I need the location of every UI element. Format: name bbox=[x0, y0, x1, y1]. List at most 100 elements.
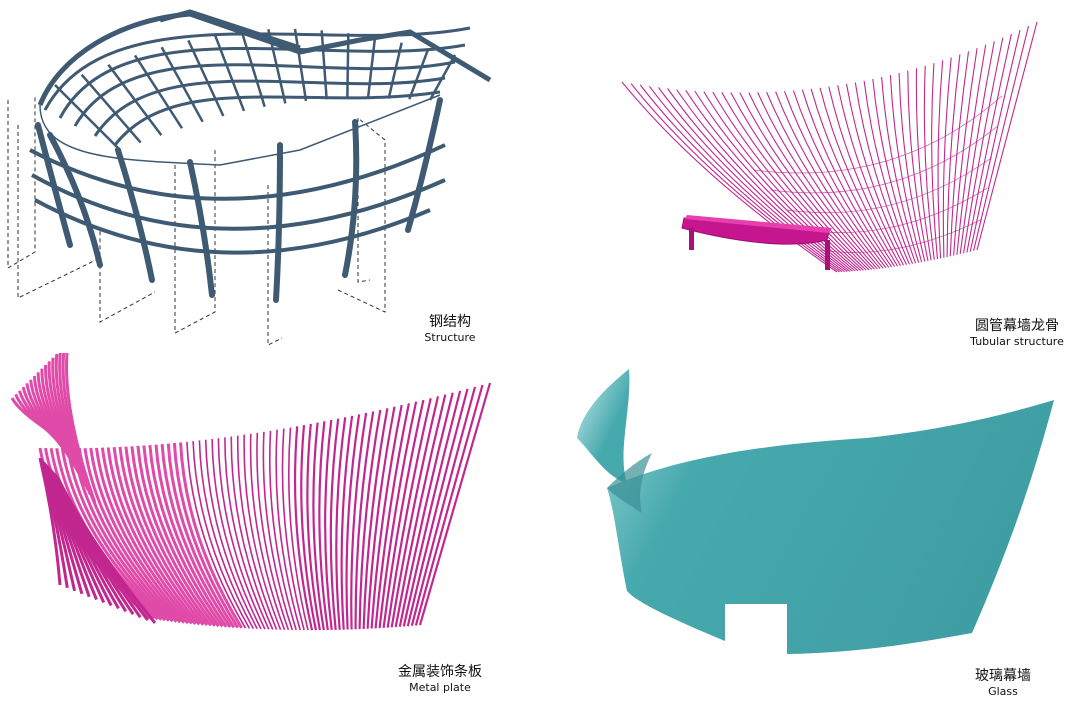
mullion-tube bbox=[881, 77, 920, 263]
caption-structure-zh: 钢结构 bbox=[429, 314, 471, 330]
caption-metal-plate: 金属装饰条板 Metal plate bbox=[385, 664, 495, 695]
roof-rib bbox=[366, 37, 377, 99]
mullion-tube bbox=[639, 84, 843, 273]
mullion-tube bbox=[976, 21, 1038, 251]
metal-strip bbox=[382, 399, 425, 628]
metal-strip bbox=[414, 384, 484, 626]
mullion-tube bbox=[757, 92, 878, 270]
metal-strip bbox=[293, 426, 314, 631]
metal-strip bbox=[172, 442, 240, 629]
mullion-tube bbox=[907, 70, 929, 262]
mullion-tube bbox=[923, 65, 935, 260]
roof-rib bbox=[267, 28, 287, 104]
bench-edge bbox=[685, 215, 832, 233]
roof-rib bbox=[428, 54, 457, 101]
roof-beam bbox=[58, 43, 466, 119]
mullion-tube bbox=[973, 25, 1030, 251]
mullion-tube bbox=[630, 83, 840, 273]
caption-metal-plate-en: Metal plate bbox=[409, 681, 471, 694]
mullion-tube bbox=[819, 87, 899, 267]
caption-tubular-en: Tubular structure bbox=[970, 335, 1064, 348]
roof-rib bbox=[408, 48, 430, 100]
mullion-tube bbox=[889, 75, 923, 263]
metal-strip bbox=[249, 433, 286, 631]
mullion-tube bbox=[712, 91, 864, 271]
mullion-tube bbox=[828, 86, 901, 266]
roof-beam bbox=[73, 60, 456, 127]
dashed-outline bbox=[267, 185, 283, 346]
metal-strip bbox=[300, 425, 317, 631]
roof-rib bbox=[80, 73, 142, 144]
metal-strip bbox=[100, 447, 193, 625]
metal-strip bbox=[136, 445, 216, 627]
metal-strip bbox=[340, 415, 354, 630]
metal-strip bbox=[89, 447, 186, 624]
panel-metal-plate: 金属装饰条板 Metal plate bbox=[0, 353, 537, 707]
metal-strip bbox=[243, 434, 282, 630]
dashed-outline bbox=[337, 117, 386, 313]
metal-strip bbox=[354, 411, 375, 630]
steel-column bbox=[342, 119, 360, 278]
roof-rib bbox=[320, 30, 328, 100]
metal-strip bbox=[318, 421, 329, 631]
transom-tube bbox=[770, 126, 998, 194]
metal-strip bbox=[335, 417, 347, 630]
mullion-tube bbox=[966, 33, 1012, 253]
metal-strip bbox=[192, 441, 251, 629]
metal-strip bbox=[130, 446, 212, 627]
caption-structure: 钢结构 Structure bbox=[405, 314, 495, 345]
caption-metal-plate-zh: 金属装饰条板 bbox=[398, 664, 482, 680]
metal-strip bbox=[154, 444, 228, 628]
roof-rib bbox=[160, 46, 204, 123]
steel-ring bbox=[29, 143, 446, 201]
roof-rim bbox=[159, 9, 301, 51]
steel-structure-drawing bbox=[7, 9, 492, 346]
metal-strip bbox=[366, 406, 396, 629]
metal-strip bbox=[350, 412, 368, 630]
roof-rib bbox=[187, 39, 225, 117]
metal-strip bbox=[224, 437, 270, 630]
metal-strip bbox=[288, 427, 309, 631]
metal-strip bbox=[374, 403, 410, 629]
metal-strip bbox=[66, 448, 170, 622]
metal-strip bbox=[390, 396, 440, 628]
mullion-tube bbox=[953, 48, 978, 256]
tubular-structure-drawing bbox=[621, 21, 1038, 273]
mullion-tube bbox=[730, 92, 870, 271]
metal-strip bbox=[324, 419, 333, 631]
metal-strip bbox=[124, 446, 209, 627]
metal-strip bbox=[370, 404, 403, 629]
mullion-tube bbox=[931, 63, 939, 260]
steel-ring bbox=[31, 173, 446, 231]
mullion-tube bbox=[648, 85, 846, 273]
mullion-tube bbox=[898, 72, 926, 262]
metal-strip bbox=[312, 422, 325, 631]
mullion-tube bbox=[748, 92, 875, 270]
metal-strip bbox=[386, 397, 432, 628]
bench-leg bbox=[825, 240, 830, 270]
roof-rib bbox=[54, 84, 121, 151]
roof-edge bbox=[39, 94, 441, 166]
mullion-tube bbox=[703, 91, 862, 272]
mullion-tube bbox=[915, 68, 932, 261]
metal-strip bbox=[198, 440, 255, 629]
roof-rim bbox=[37, 11, 492, 106]
mullion-tube bbox=[863, 80, 914, 265]
glass-fold bbox=[607, 453, 652, 513]
mullion-tube bbox=[721, 92, 867, 271]
roof-rib bbox=[387, 42, 403, 99]
roof-rib bbox=[346, 33, 350, 99]
mullion-tube bbox=[658, 87, 848, 272]
glass-surface bbox=[607, 400, 1054, 654]
steel-ring bbox=[34, 198, 431, 255]
metal-strip bbox=[394, 394, 447, 628]
caption-structure-en: Structure bbox=[424, 331, 476, 344]
metal-strip bbox=[281, 428, 305, 631]
roof-rib bbox=[213, 34, 246, 112]
caption-glass-en: Glass bbox=[988, 685, 1018, 698]
steel-column bbox=[273, 142, 283, 303]
metal-strip bbox=[142, 445, 220, 628]
mullion-tube bbox=[621, 81, 838, 273]
bench-leg bbox=[689, 228, 694, 250]
mullion-tube bbox=[969, 29, 1021, 252]
